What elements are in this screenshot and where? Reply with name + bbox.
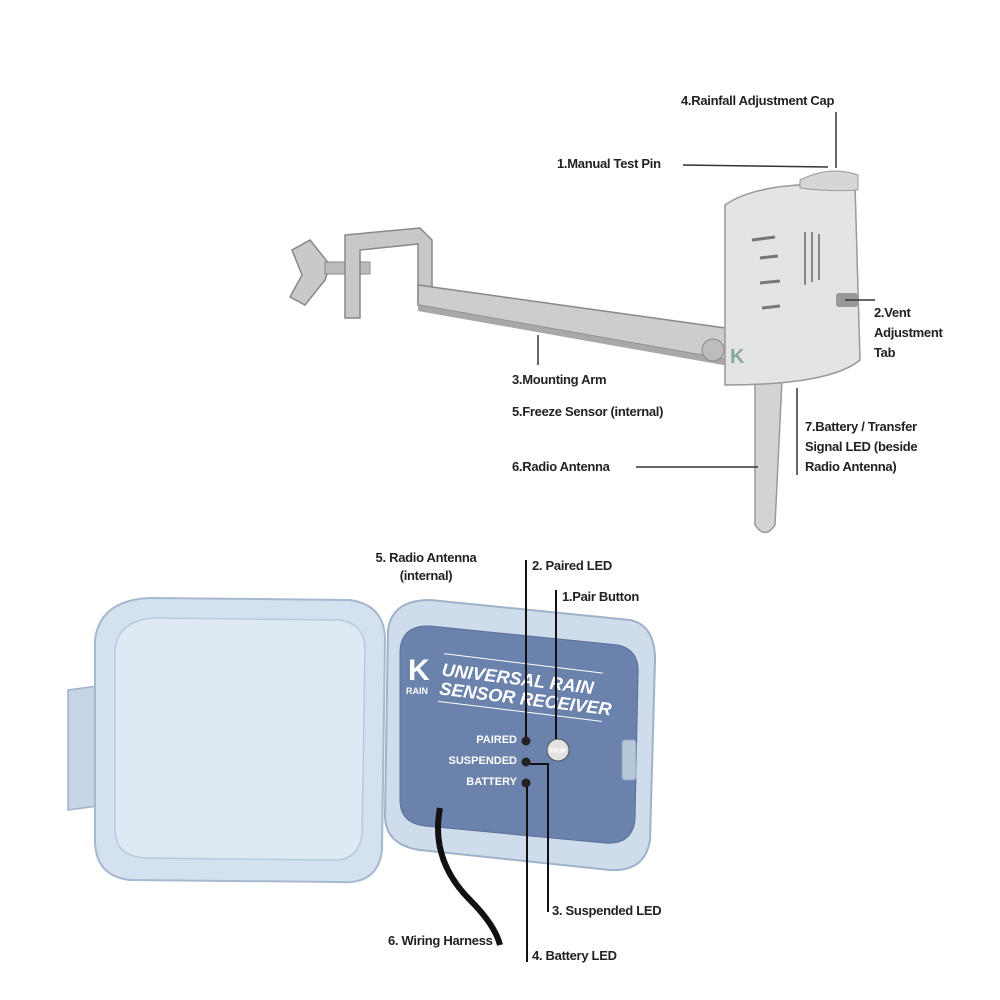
- label-battery-transfer-led: 7.Battery / Transfer Signal LED (beside …: [805, 417, 918, 477]
- k-logo: K: [408, 654, 430, 687]
- label-radio-antenna: 6.Radio Antenna: [512, 459, 610, 474]
- leader-lines-top: [537, 112, 875, 475]
- paired-led: [521, 736, 531, 746]
- label-line: (internal): [399, 568, 453, 583]
- pair-button-label: PAIR: [550, 748, 566, 755]
- mounting-bracket: [288, 227, 741, 368]
- label-wiring-harness: 6. Wiring Harness: [388, 933, 493, 948]
- receiver-box: K RAIN UNIVERSAL RAIN SENSOR RECEIVER PA…: [383, 598, 657, 946]
- label-line: Tab: [874, 345, 896, 360]
- label-line: 7.Battery / Transfer: [805, 419, 917, 434]
- label-paired-led: 2. Paired LED: [532, 558, 612, 573]
- label-freeze-sensor: 5.Freeze Sensor (internal): [512, 404, 664, 419]
- pair-button[interactable]: [546, 738, 570, 762]
- suspended-led: [521, 757, 531, 767]
- label-line: 2.Vent: [874, 305, 911, 320]
- label-radio-antenna-internal: 5. Radio Antenna (internal): [370, 549, 482, 585]
- rain-sensor-body: K: [724, 170, 861, 534]
- leader-lines-bottom: [525, 560, 557, 962]
- label-line: Signal LED (beside: [805, 439, 918, 454]
- label-rainfall-adjustment-cap: 4.Rainfall Adjustment Cap: [681, 93, 835, 108]
- wiring-harness: [435, 807, 503, 946]
- battery-led: [521, 778, 531, 788]
- rainfall-adjustment-cap: [799, 170, 859, 192]
- paired-text: PAIRED: [476, 734, 517, 746]
- receiver-panel: [399, 625, 639, 844]
- battery-text: BATTERY: [466, 776, 517, 788]
- k-rain-logo: K: [730, 346, 745, 368]
- label-vent-adjustment-tab: 2.Vent Adjustment Tab: [874, 303, 943, 363]
- radio-antenna: [754, 379, 783, 534]
- suspended-text: SUSPENDED: [449, 755, 518, 767]
- label-line: Adjustment: [874, 325, 943, 340]
- label-line: 5. Radio Antenna: [375, 550, 477, 565]
- label-line: Radio Antenna): [805, 459, 897, 474]
- label-suspended-led: 3. Suspended LED: [552, 903, 662, 918]
- rain-logo: RAIN: [406, 686, 428, 696]
- receiver-lid: [67, 596, 387, 884]
- label-mounting-arm: 3.Mounting Arm: [512, 372, 607, 387]
- label-battery-led: 4. Battery LED: [532, 948, 617, 963]
- label-manual-test-pin: 1.Manual Test Pin: [557, 156, 661, 171]
- label-pair-button: 1.Pair Button: [562, 589, 639, 604]
